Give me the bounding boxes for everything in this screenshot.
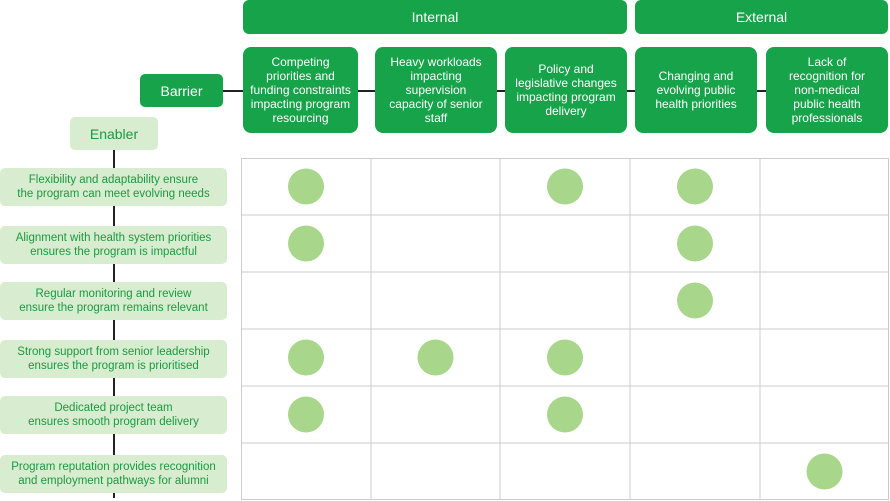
link-dot-r4-c1 xyxy=(288,339,324,376)
link-dot-r4-c3 xyxy=(547,339,583,376)
barrier-text-line: capacity of senior staff xyxy=(389,97,483,125)
barrier-text-line: professionals xyxy=(791,111,863,125)
enabler-label-4: Strong support from senior leadership ens… xyxy=(0,340,227,378)
enabler-text-line: ensures the program is prioritised xyxy=(28,360,199,372)
matrix-grid xyxy=(241,158,889,500)
barrier-text-line: impacting supervision xyxy=(405,69,467,97)
enabler-text-line: ensures smooth program delivery xyxy=(28,416,199,428)
barrier-text-line: funding constraints xyxy=(250,83,351,97)
enabler-text-line: ensure the program remains relevant xyxy=(19,302,208,314)
enabler-label-2: Alignment with health system priorities e… xyxy=(0,226,227,264)
enabler-text-line: Dedicated project team xyxy=(54,402,173,414)
enabler-text-line: Regular monitoring and review xyxy=(35,288,192,300)
barrier-text-line: Changing and xyxy=(658,69,734,83)
barrier-text-line: recognition for xyxy=(788,69,866,83)
barrier-text-line: evolving public xyxy=(656,83,736,97)
barrier-text-line: Lack of xyxy=(807,55,847,69)
link-dot-r6-c5 xyxy=(806,453,843,490)
enabler-text-line: ensures the program is impactful xyxy=(30,246,197,258)
enabler-label-6: Program reputation provides recognition a… xyxy=(0,455,227,493)
barrier-text-line: impacting program xyxy=(516,90,616,104)
enabler-text-line: Program reputation provides recognition xyxy=(11,461,216,473)
barrier-text-line: Competing xyxy=(271,55,330,69)
enabler-label-3: Regular monitoring and review ensure the … xyxy=(0,282,227,320)
link-dot-r2-c1 xyxy=(288,225,324,262)
enabler-tag: Enabler xyxy=(70,117,158,150)
barrier-text-line: legislative changes xyxy=(515,76,617,90)
barrier-text-line: non-medical xyxy=(794,83,860,97)
barrier-text-line: delivery xyxy=(545,104,587,118)
barrier-text-line: resourcing xyxy=(272,111,329,125)
enabler-text-line: Flexibility and adaptability ensure xyxy=(28,174,199,186)
link-dot-r3-c4 xyxy=(677,282,713,319)
enabler-text-line: and employment pathways for alumni xyxy=(18,475,209,487)
link-dot-r5-c3 xyxy=(547,396,583,433)
enabler-label-5: Dedicated project team ensures smooth pro… xyxy=(0,396,227,434)
enabler-label-1: Flexibility and adaptability ensure the p… xyxy=(0,168,227,206)
barrier-text-line: priorities and xyxy=(266,69,335,83)
group-header-external: External xyxy=(635,0,888,34)
barrier-text-line: Heavy workloads xyxy=(390,55,482,69)
group-header-internal: Internal xyxy=(243,0,627,34)
enabler-text-line: Strong support from senior leadership xyxy=(17,346,210,358)
link-dot-r4-c2 xyxy=(417,339,454,376)
barrier-tag: Barrier xyxy=(140,74,223,107)
barrier-text-line: health priorities xyxy=(655,97,737,111)
barrier-text-line: Policy and xyxy=(538,62,594,76)
link-dot-r2-c4 xyxy=(677,225,713,262)
barrier-text-line: public health xyxy=(793,97,861,111)
link-dot-r1-c1 xyxy=(288,168,324,205)
link-dot-r1-c4 xyxy=(677,168,713,205)
enabler-text-line: the program can meet evolving needs xyxy=(17,188,210,200)
link-dot-r1-c3 xyxy=(547,168,583,205)
barrier-text-line: impacting program xyxy=(250,97,351,111)
link-dot-r5-c1 xyxy=(288,396,324,433)
enabler-text-line: Alignment with health system priorities xyxy=(15,232,212,244)
enabler-connector-line xyxy=(113,150,115,498)
